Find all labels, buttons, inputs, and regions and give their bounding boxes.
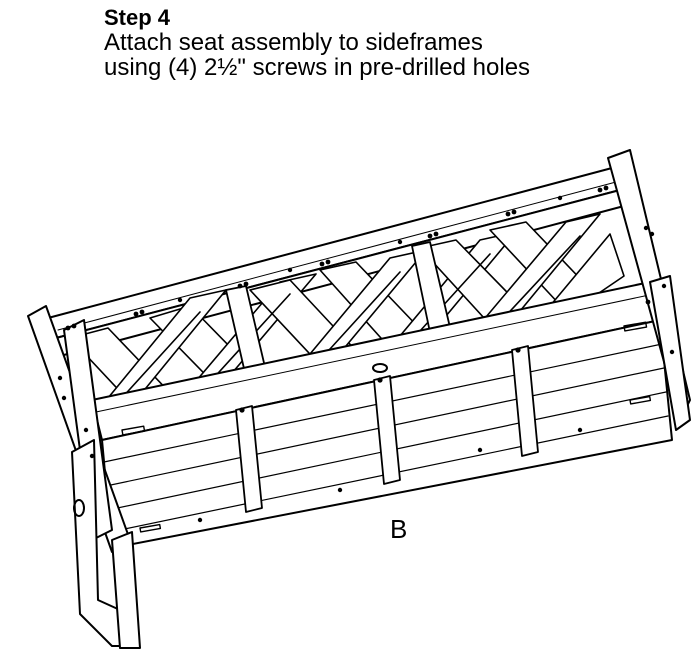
right-sideframe — [607, 149, 691, 431]
screw-slots — [121, 321, 652, 533]
apron-braces — [235, 345, 539, 513]
center-bolt — [372, 363, 388, 373]
instruction-line-1: Attach seat assembly to sideframes — [104, 29, 483, 56]
step-title: Step 4 — [104, 5, 171, 30]
pre-drilled-holes — [57, 185, 675, 523]
instruction-line-2: using (4) 2½" screws in pre-drilled hole… — [104, 54, 531, 81]
part-label-b: B — [390, 514, 407, 544]
instruction-header: Step 4 Attach seat assembly to sideframe… — [104, 5, 684, 81]
